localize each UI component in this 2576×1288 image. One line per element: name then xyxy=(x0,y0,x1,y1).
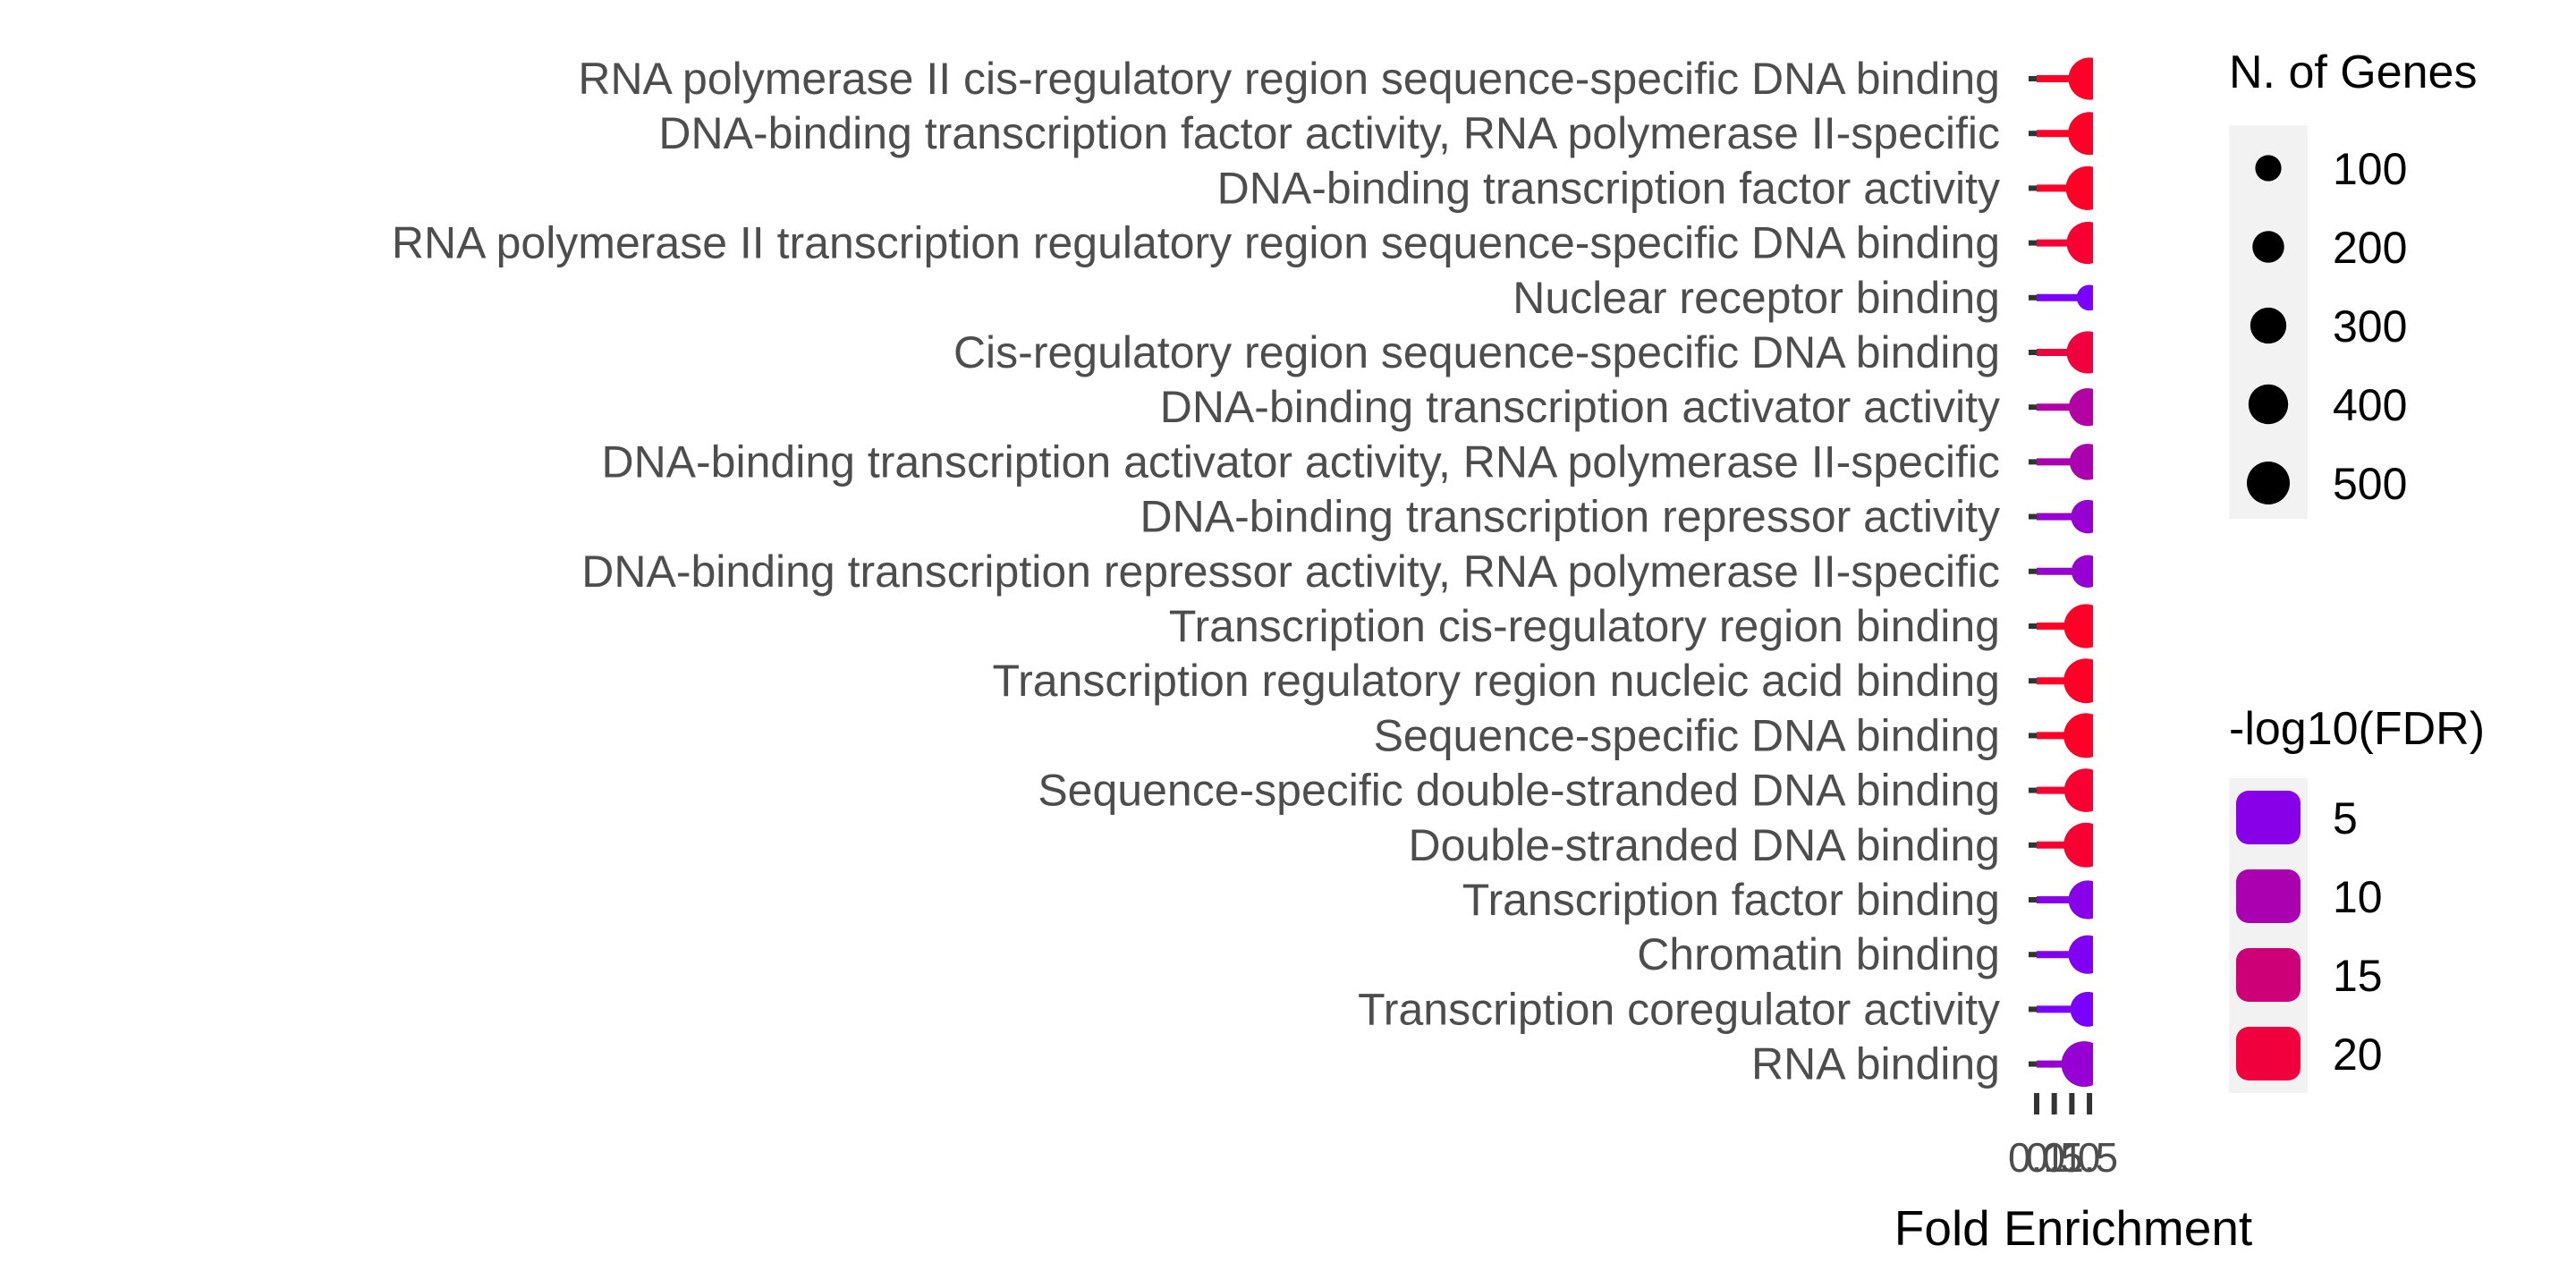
category-label: RNA polymerase II transcription regulato… xyxy=(392,218,2000,268)
size-legend-key xyxy=(2250,307,2287,344)
category-label: Transcription coregulator activity xyxy=(1358,984,2000,1034)
category-label: Sequence-specific double-stranded DNA bi… xyxy=(1038,766,2000,816)
category-label: DNA-binding transcription activator acti… xyxy=(1160,382,2000,432)
color-legend-label: 5 xyxy=(2333,793,2358,843)
lollipop-point xyxy=(2063,822,2093,868)
category-label: Transcription cis-regulatory region bind… xyxy=(1169,601,2000,651)
lollipop-point xyxy=(2066,331,2093,374)
x-tick-label: 0.5 xyxy=(2026,1134,2083,1181)
size-legend-label: 500 xyxy=(2333,459,2407,509)
x-tick-label: 0.0 xyxy=(2008,1134,2065,1181)
category-label: Sequence-specific DNA binding xyxy=(1374,710,2000,760)
lollipop-point xyxy=(2071,499,2093,534)
x-tick-label: 1.0 xyxy=(2043,1134,2100,1181)
category-label: Cis-regulatory region sequence-specific … xyxy=(953,327,2000,377)
category-label: Chromatin binding xyxy=(1637,929,2000,979)
lollipop-point xyxy=(2070,991,2093,1027)
category-label: RNA polymerase II cis-regulatory region … xyxy=(578,54,2000,104)
size-legend-key xyxy=(2255,155,2282,182)
x-axis-title: Fold Enrichment xyxy=(1894,1200,2252,1256)
size-legend-label: 200 xyxy=(2333,223,2407,273)
lollipop-point xyxy=(2069,444,2093,480)
size-legend-label: 300 xyxy=(2333,301,2407,352)
lollipop-point xyxy=(2076,284,2093,311)
x-axis: 0.00.51.01.5 xyxy=(2008,1093,2118,1181)
category-label: Transcription regulatory region nucleic … xyxy=(992,656,2000,706)
category-label: DNA-binding transcription repressor acti… xyxy=(1140,492,2000,542)
lollipop-point xyxy=(2068,112,2093,156)
size-legend: N. of Genes 100 200 300 400 500 xyxy=(2229,47,2477,519)
size-legend-key xyxy=(2252,231,2284,263)
color-legend-key xyxy=(2236,869,2301,923)
plot-area: RNA polymerase II cis-regulatory region … xyxy=(392,54,2093,1089)
category-label: Transcription factor binding xyxy=(1462,875,2000,925)
color-legend-label: 20 xyxy=(2333,1030,2383,1080)
lollipop-point xyxy=(2065,165,2093,210)
lollipop-point xyxy=(2068,57,2093,100)
category-label: Nuclear receptor binding xyxy=(1513,273,2000,323)
lollipop-point xyxy=(2068,935,2093,974)
category-label: DNA-binding transcription factor activit… xyxy=(658,108,2000,158)
category-label: DNA-binding transcription repressor acti… xyxy=(581,547,2000,597)
lollipop-point xyxy=(2063,658,2093,704)
color-legend-key xyxy=(2236,1027,2301,1080)
category-label: DNA-binding transcription activator acti… xyxy=(601,436,2000,487)
lollipop-point xyxy=(2063,768,2093,812)
lollipop-point xyxy=(2068,388,2093,427)
color-legend-label: 15 xyxy=(2333,951,2383,1001)
category-label: RNA binding xyxy=(1751,1039,2000,1089)
lollipop-point xyxy=(2066,222,2093,265)
color-legend-label: 10 xyxy=(2333,872,2383,922)
lollipop-point xyxy=(2061,1041,2093,1088)
lollipop-point xyxy=(2071,555,2093,588)
size-legend-label: 400 xyxy=(2333,380,2407,430)
size-legend-key xyxy=(2248,384,2289,425)
color-legend-title: -log10(FDR) xyxy=(2229,703,2485,755)
color-legend-key xyxy=(2236,948,2301,1002)
lollipop-point xyxy=(2063,604,2093,648)
size-legend-label: 100 xyxy=(2333,144,2407,194)
size-legend-title: N. of Genes xyxy=(2229,47,2477,98)
size-legend-key xyxy=(2247,462,2290,504)
lollipop-point xyxy=(2068,880,2093,919)
lollipop-point xyxy=(2063,713,2093,758)
color-legend-key xyxy=(2236,791,2301,844)
color-legend: -log10(FDR) 5 10 15 20 xyxy=(2229,703,2485,1093)
x-tick-label: 1.5 xyxy=(2061,1134,2118,1181)
category-label: DNA-binding transcription factor activit… xyxy=(1217,163,2000,213)
category-label: Double-stranded DNA binding xyxy=(1408,820,2000,870)
